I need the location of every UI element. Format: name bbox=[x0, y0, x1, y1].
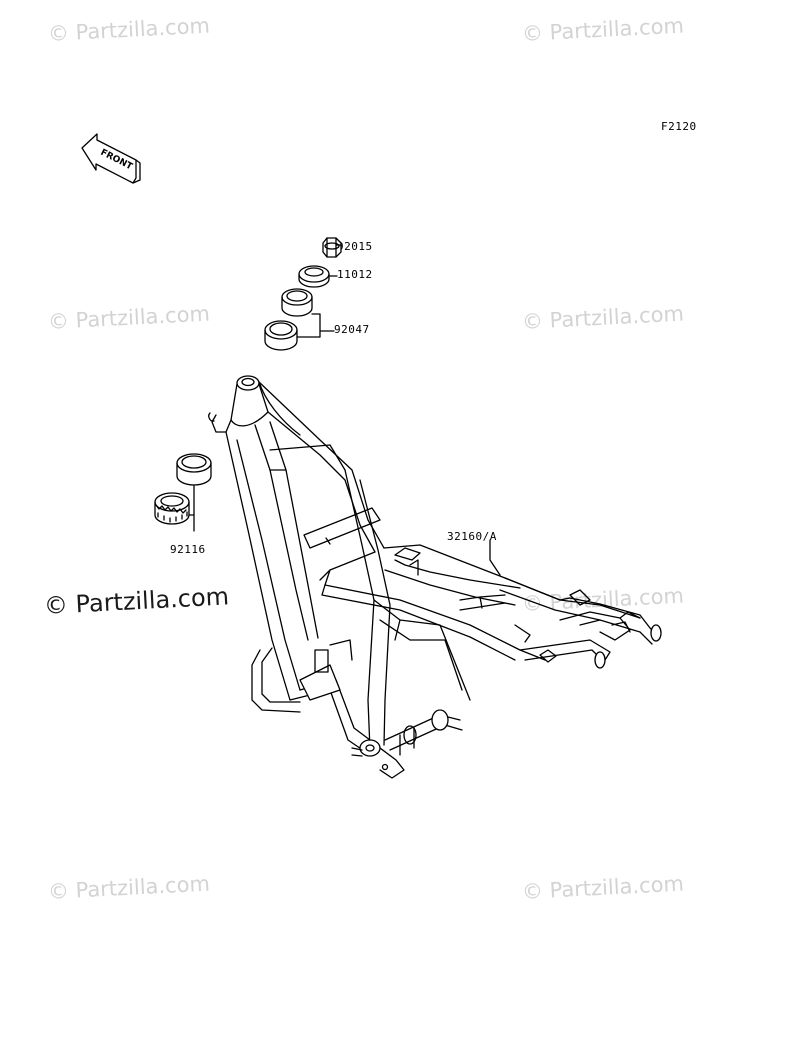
callout-32160[interactable]: 32160/A bbox=[447, 530, 497, 543]
part-92047-bearing-lower[interactable] bbox=[264, 320, 298, 351]
leader-92047 bbox=[296, 313, 335, 338]
callout-92047[interactable]: 92047 bbox=[334, 323, 370, 336]
callout-92015[interactable]: 92015 bbox=[337, 240, 373, 253]
front-arrow-icon: FRONT bbox=[81, 133, 141, 184]
part-92116-bearing-lower[interactable] bbox=[154, 492, 190, 525]
callout-11012[interactable]: 11012 bbox=[337, 268, 373, 281]
callout-92116[interactable]: 92116 bbox=[170, 543, 206, 556]
part-92047-bearing-upper[interactable] bbox=[281, 288, 313, 317]
leader-32160 bbox=[489, 539, 501, 576]
part-92015-nut[interactable] bbox=[322, 237, 342, 258]
part-32160-frame[interactable] bbox=[208, 375, 662, 779]
leader-92116 bbox=[188, 484, 195, 532]
part-92116-race-upper[interactable] bbox=[176, 453, 212, 486]
figure-code: F2120 bbox=[661, 120, 697, 133]
part-11012-seal[interactable] bbox=[298, 265, 330, 288]
